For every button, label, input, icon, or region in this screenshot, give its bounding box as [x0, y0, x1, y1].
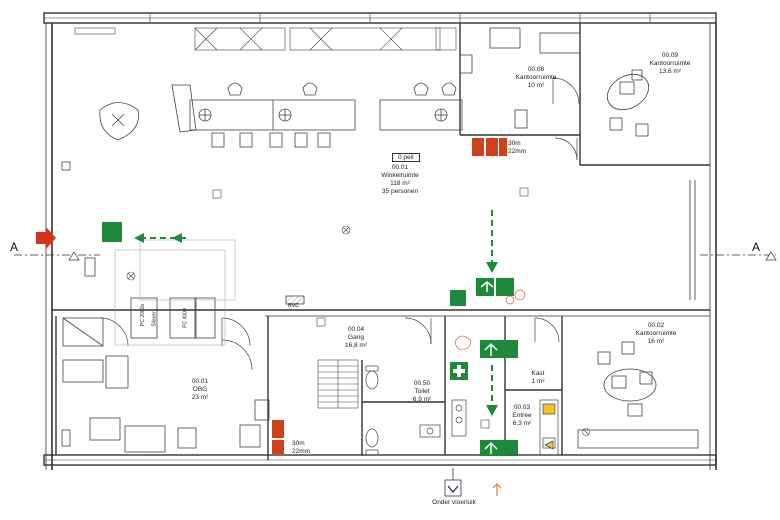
room-name: Gang	[348, 334, 364, 341]
room-name: Entree	[512, 412, 532, 419]
detector-symbols	[126, 187, 590, 436]
room-label-kantoor-0008: 00.08 Kantoorruimte 10 m²	[508, 66, 564, 90]
extinguisher-hose: 22mm	[292, 448, 311, 455]
room-area: 23 m²	[191, 394, 209, 401]
room-label-gang: 00.04 Gang 16,8 m²	[336, 326, 376, 350]
room-name: Kantoorruimte	[515, 74, 557, 81]
floor-hatch-label: Onder vloerluik	[432, 499, 476, 506]
equipment-label-silencer: Silacer	[151, 311, 158, 327]
room-area: 6,9 m²	[412, 396, 432, 403]
top-shelving	[74, 27, 457, 51]
equipment-label-pc4000: PC 4000	[182, 308, 189, 328]
room-code: 00.03	[513, 404, 531, 411]
room-label-kantoor-0002: 00.02 Kantoorruimte 16 m²	[628, 322, 684, 346]
room-code: 00.08	[527, 66, 545, 73]
entrance-arrow-icon	[36, 227, 56, 249]
staircase	[317, 359, 359, 409]
room-area: 1 m²	[531, 378, 545, 385]
room-name: OBG	[192, 386, 208, 393]
room-label-entree: 00.03 Entree 6,3 m²	[504, 404, 540, 428]
room-label-obg: 00.01 OBG 23 m²	[180, 378, 220, 402]
room-area: 10 m²	[527, 82, 545, 89]
exit-sign-icon	[102, 222, 518, 456]
section-markers	[14, 251, 777, 261]
area-outlines	[114, 239, 236, 346]
office-furniture	[459, 27, 699, 449]
room-code: 00.01	[391, 164, 409, 171]
room-name: Toilet	[414, 388, 430, 395]
floor-hatch-icon	[444, 468, 502, 497]
first-aid-sign	[450, 362, 468, 380]
interior-walls	[52, 23, 710, 460]
room-area: 6,3 m²	[512, 420, 532, 427]
section-label-right: A	[752, 240, 761, 254]
fire-signs-bottom	[272, 420, 284, 454]
room-name: Kantoorruimte	[649, 60, 691, 67]
escape-route-arrows	[134, 210, 498, 416]
outer-walls	[43, 12, 717, 470]
room-area: 16 m²	[647, 338, 665, 345]
fire-signs-top	[472, 138, 507, 156]
peil-label: 0 peil	[392, 153, 420, 162]
meter-cabinet	[539, 399, 559, 456]
room-code: 00.02	[647, 322, 665, 329]
shop-counters	[61, 82, 463, 171]
door-swings	[99, 77, 580, 371]
room-name: Kast	[531, 370, 545, 377]
room-area: 118 m²	[390, 180, 410, 187]
room-label-kast: Kast 1 m²	[520, 370, 556, 386]
room-code: 00.04	[347, 326, 365, 333]
extinguisher-distance: 30m	[292, 440, 305, 447]
room-label-winkelruimte: 00.01 Winkelruimte 118 m² 35 personen	[370, 164, 430, 196]
extinguisher-hose: 22mm	[508, 148, 527, 155]
room-capacity: 35 personen	[381, 188, 419, 195]
toilets	[365, 365, 467, 456]
room-code: 00.01	[191, 378, 209, 385]
section-label-left: A	[10, 240, 19, 254]
room-label-toilet: 00.50 Toilet 6,9 m²	[402, 380, 442, 404]
extinguisher-label-top: 30m 22mm	[508, 140, 532, 156]
obg-equipment	[61, 257, 305, 453]
extinguisher-label-bottom: 30m 22mm	[292, 440, 316, 456]
room-name: Winkelruimte	[381, 172, 419, 179]
equipment-label-bmc: BMC	[288, 303, 300, 309]
room-area: 16,8 m²	[344, 342, 368, 349]
room-name: Kantoorruimte	[635, 330, 677, 337]
room-code: 00.09	[661, 52, 679, 59]
equipment-label-pc2000: PC 2000s	[139, 304, 146, 326]
room-code: 00.50	[413, 380, 431, 387]
room-label-kantoor-0009: 00.09 Kantoorruimte 13,6 m²	[642, 52, 698, 76]
extinguisher-distance: 30m	[508, 140, 521, 147]
room-area: 13,6 m²	[658, 68, 682, 75]
